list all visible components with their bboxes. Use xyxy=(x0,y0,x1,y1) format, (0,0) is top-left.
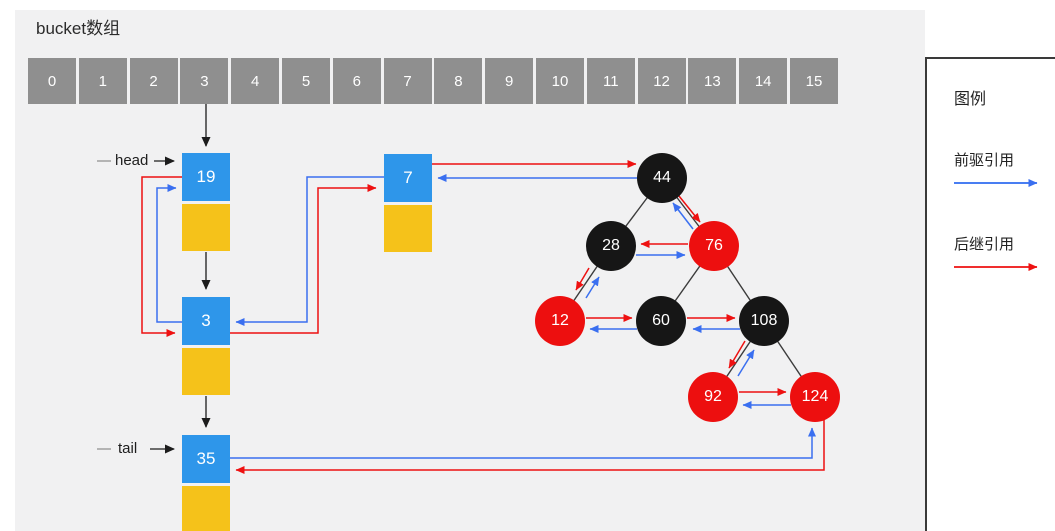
list-node-19: 19 xyxy=(182,153,230,251)
pred-92-108 xyxy=(737,349,755,377)
list-node-35: 35 xyxy=(182,435,230,531)
pred-76-44 xyxy=(672,202,694,230)
succ-3-7 xyxy=(230,184,377,334)
tree-node-108: 108 xyxy=(739,296,789,346)
list-node-7-next-slot xyxy=(384,205,432,252)
tree-node-108-value: 108 xyxy=(750,312,778,329)
tree-node-28-value: 28 xyxy=(602,237,620,254)
bucket-cell-14: 14 xyxy=(739,58,788,104)
legend-predecessor-label: 前驱引用 xyxy=(954,152,1015,169)
pred-3-19 xyxy=(156,184,182,323)
bucket-cell-7: 7 xyxy=(383,58,432,104)
succ-108-92 xyxy=(728,340,746,369)
tree-node-92-value: 92 xyxy=(704,388,722,405)
tree-edges xyxy=(559,177,816,398)
list-node-35-next-slot xyxy=(182,486,230,531)
predecessor-arrows xyxy=(156,174,816,459)
head-label: head xyxy=(115,152,149,169)
bucket-pointer-arrows xyxy=(150,104,211,454)
tail-label: tail xyxy=(118,440,138,457)
tree-node-60-value: 60 xyxy=(652,312,670,329)
bucket-cell-11: 11 xyxy=(586,58,635,104)
succ-19-3 xyxy=(141,176,182,337)
label-dashes xyxy=(97,160,111,450)
list-node-7-value: 7 xyxy=(384,154,432,202)
tree-node-92: 92 xyxy=(688,372,738,422)
bucket-cell-8: 8 xyxy=(434,58,483,104)
tree-node-124: 124 xyxy=(790,372,840,422)
bucket-cell-5: 5 xyxy=(281,58,330,104)
legend-successor-label: 后继引用 xyxy=(954,236,1015,253)
bucket-cell-9: 9 xyxy=(485,58,534,104)
pred-35-124 xyxy=(230,427,816,459)
bucket-cell-1: 1 xyxy=(78,58,127,104)
tree-node-44-value: 44 xyxy=(653,169,671,186)
tree-node-28: 28 xyxy=(586,221,636,271)
succ-124-35 xyxy=(235,420,825,474)
legend-title: 图例 xyxy=(954,91,987,108)
tree-node-76: 76 xyxy=(689,221,739,271)
successor-arrows xyxy=(141,160,825,474)
list-node-3-next-slot xyxy=(182,348,230,395)
list-node-3-value: 3 xyxy=(182,297,230,345)
list-node-19-next-slot xyxy=(182,204,230,251)
bucket-cell-3: 3 xyxy=(180,58,229,104)
bucket-cell-6: 6 xyxy=(332,58,381,104)
bucket-cell-2: 2 xyxy=(129,58,178,104)
list-node-7: 7 xyxy=(384,154,432,252)
bucket-cell-10: 10 xyxy=(535,58,584,104)
tree-node-44: 44 xyxy=(637,153,687,203)
bucket-cell-13: 13 xyxy=(688,58,737,104)
bucket-cell-0: 0 xyxy=(28,58,76,104)
tree-node-76-value: 76 xyxy=(705,237,723,254)
tree-node-124-value: 124 xyxy=(801,388,829,405)
legend-box: 图例 前驱引用 后继引用 xyxy=(925,57,1055,531)
pred-12-28 xyxy=(585,276,600,299)
pred-7-3 xyxy=(235,176,384,326)
succ-28-12 xyxy=(575,267,590,291)
list-node-35-value: 35 xyxy=(182,435,230,483)
legend-arrows xyxy=(954,179,1038,271)
bucket-cell-4: 4 xyxy=(231,58,280,104)
bucket-cell-15: 15 xyxy=(789,58,838,104)
tree-node-12: 12 xyxy=(535,296,585,346)
succ-44-76 xyxy=(678,195,701,223)
diagram-title: bucket数组 xyxy=(36,19,121,38)
tree-node-12-value: 12 xyxy=(551,312,569,329)
list-node-3: 3 xyxy=(182,297,230,395)
tree-node-60: 60 xyxy=(636,296,686,346)
list-node-19-value: 19 xyxy=(182,153,230,201)
bucket-cell-12: 12 xyxy=(637,58,686,104)
bucket-array: 0 1 2 3 4 5 6 7 8 9 10 11 12 13 14 15 xyxy=(28,58,838,104)
